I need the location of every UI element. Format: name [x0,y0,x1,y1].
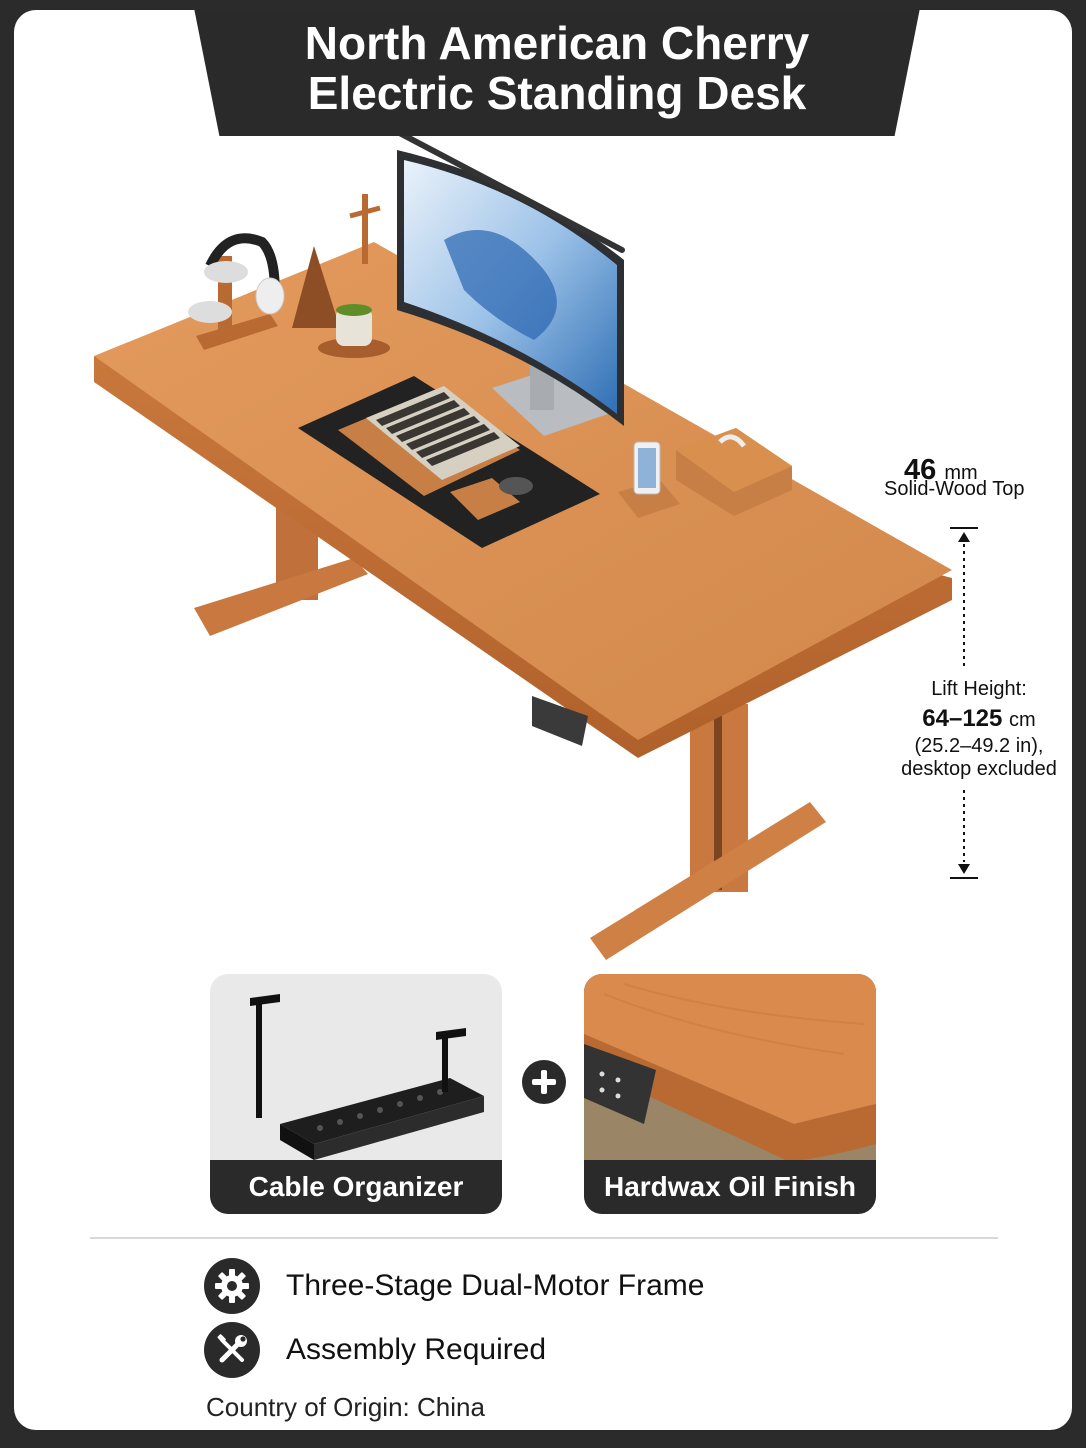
lift-unit: cm [1009,709,1036,731]
product-card: North American Cherry Electric Standing … [14,10,1072,1430]
spec-row-frame: Three-Stage Dual-Motor Frame [204,1258,704,1314]
coffee-cup [336,308,372,346]
controller [204,261,248,283]
title-line-2: Electric Standing Desk [307,67,807,119]
title-banner [194,10,920,136]
country-of-origin: Country of Origin: China [206,1392,485,1422]
monitor-light-bar [387,125,625,253]
wood-corner-icon [584,974,876,1164]
control-panel [532,696,588,746]
lift-height-block: Lift Height: 64–125 cm (25.2–49.2 in), d… [874,678,1072,781]
desk-front-foot [590,802,826,960]
lift-inches: (25.2–49.2 in), [914,735,1044,757]
feature-label: Cable Organizer [210,1160,502,1214]
top-label: Solid-Wood Top [884,478,1025,500]
spec-row-assembly: Assembly Required [204,1322,546,1378]
page-title: North American Cherry Electric Standing … [194,18,920,118]
spec-text: Assembly Required [286,1333,547,1366]
lift-value: 64–125 cm [874,705,1072,733]
cable-tray-icon [250,994,484,1160]
thickness-unit: mm [944,462,978,484]
thickness-value: 46 mm [904,454,978,487]
feature-card-cable-organizer: Cable Organizer [210,974,502,1214]
lift-range: 64–125 [922,705,1003,732]
gear-icon [204,1258,260,1314]
desk-back-foot [194,558,368,636]
tools-icon [204,1322,260,1378]
divider [90,1237,998,1239]
thickness-number: 46 [904,454,937,486]
spec-text: Three-Stage Dual-Motor Frame [286,1269,705,1302]
tree-decor [292,246,340,328]
title-line-1: North American Cherry [304,17,810,69]
feature-label: Hardwax Oil Finish [584,1160,876,1214]
feature-card-hardwax-oil: Hardwax Oil Finish [584,974,876,1214]
desk-illustration [94,125,978,960]
plus-icon [522,1060,566,1104]
mouse [499,477,533,495]
lift-note: desktop excluded [901,758,1057,780]
lift-label: Lift Height: [931,678,1027,700]
